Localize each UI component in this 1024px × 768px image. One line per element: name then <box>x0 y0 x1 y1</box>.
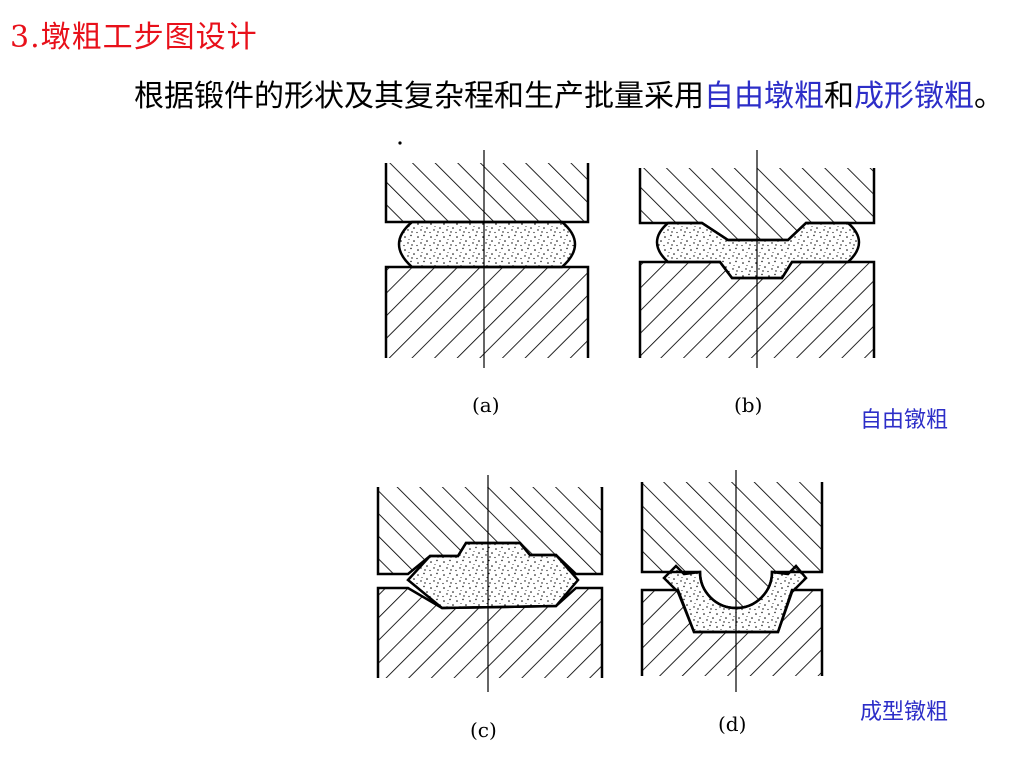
term-free-upsetting: 自由墩粗 <box>704 79 824 114</box>
label-formed-upsetting: 成型镦粗 <box>860 700 949 725</box>
intro-text-2: 和 <box>824 79 854 114</box>
label-free-upsetting: 自由镦粗 <box>860 408 949 433</box>
diagram-b-billet <box>655 221 861 280</box>
slide-title: 3.墩粗工步图设计 <box>10 20 258 55</box>
diagram-d <box>640 470 824 692</box>
intro-text-1: 根据锻件的形状及其复杂程和生产批量采用 <box>134 79 704 114</box>
caption-d: (d) <box>718 712 747 736</box>
diagram-a-upper-die <box>384 163 590 224</box>
caption-a: (a) <box>472 393 500 417</box>
diagram-a-billet <box>397 220 577 269</box>
diagram-d-billet <box>662 564 808 634</box>
caption-b: (b) <box>734 393 763 417</box>
stray-dot <box>398 141 402 145</box>
intro-paragraph: 根据锻件的形状及其复杂程和生产批量采用自由墩粗和成形镦粗。 <box>50 72 1015 122</box>
term-formed-upsetting: 成形镦粗 <box>854 79 974 114</box>
diagram-b <box>638 150 876 368</box>
diagram-a <box>384 150 590 368</box>
diagram-c <box>376 475 604 692</box>
caption-c: (c) <box>470 718 497 742</box>
diagram-c-billet <box>406 541 580 610</box>
intro-text-3: 。 <box>974 79 1004 114</box>
diagram-a-lower-die <box>384 265 590 358</box>
